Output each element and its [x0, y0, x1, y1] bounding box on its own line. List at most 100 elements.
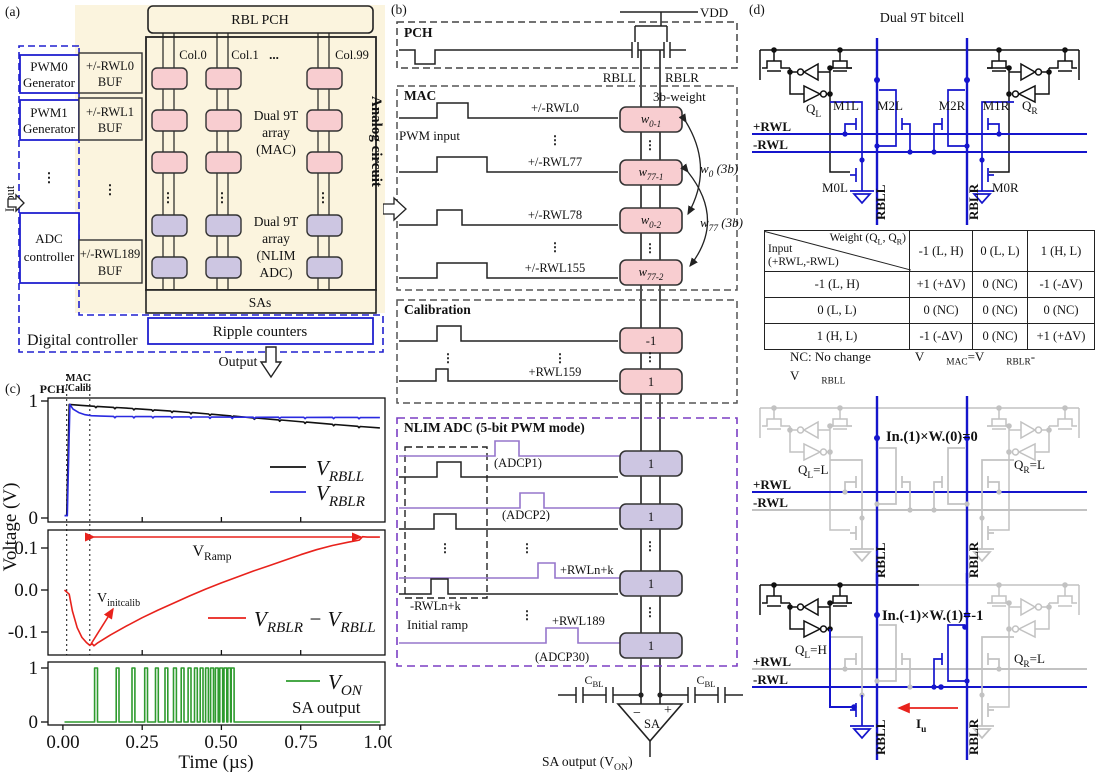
adcp1-label: (ADCP1)	[494, 456, 542, 470]
mac-phase-label: MAC	[66, 373, 90, 384]
buf1-box	[78, 97, 143, 141]
adcp2-label: (ADCP2)	[502, 508, 550, 522]
m0r-label: M0R	[992, 180, 1019, 195]
m1r-label: M1R	[983, 98, 1010, 113]
sense-amp-triangle	[616, 703, 684, 743]
svg-text:⋮: ⋮	[442, 351, 454, 365]
case2-title: In.(-1)×W.(1)=-1	[882, 608, 983, 624]
case1-qr-label: QR=L	[1014, 457, 1045, 476]
junction-dot	[938, 684, 944, 690]
svg-text:array: array	[262, 231, 290, 246]
plot3-series	[64, 667, 380, 723]
w0-1-label: w0-1	[641, 112, 661, 129]
table-row: 1 (H, L) -1 (-ΔV) 0 (NC) +1 (+ΔV)	[764, 323, 1095, 350]
ytick-label: -0.1	[8, 622, 38, 643]
svg-text:array: array	[262, 125, 290, 140]
svg-text:⋮: ⋮	[644, 241, 656, 255]
output-arrow-icon	[259, 346, 283, 379]
svg-text:⋮: ⋮	[521, 608, 533, 622]
col0-label: Col.0	[179, 48, 206, 62]
waveform-rwl155	[399, 262, 618, 279]
calibration-dashed-box	[396, 299, 738, 404]
pch-dashed-box	[396, 21, 738, 69]
panel-a-architecture: RBL PCH Col.0 Col.1 ... Col.99 ⋮ ⋮ ⋮ Dua…	[3, 4, 385, 379]
cbl-left-label: CBL	[584, 673, 603, 689]
svg-text:ADC): ADC)	[260, 265, 293, 280]
legend-vrbll: VRBLL	[316, 456, 364, 485]
adcp-waveforms	[399, 440, 620, 644]
x-axis-label: Time (µs)	[178, 752, 253, 773]
svg-text:(NLIM: (NLIM	[257, 248, 296, 263]
weight-boxes	[619, 106, 683, 286]
waveform-rwl78	[399, 209, 618, 226]
rwl189-waveform	[399, 627, 620, 644]
mac-dashed-box	[396, 85, 738, 291]
analog-circuit-label: Analog circuit	[368, 96, 384, 187]
pwm0-line2: Generator	[23, 75, 76, 90]
ytick-label: 0.1	[14, 538, 38, 559]
legend-vrblr: VRBLR	[316, 481, 365, 510]
col-ellipsis: ...	[269, 47, 279, 62]
case2-qr-label: QR=L	[1014, 651, 1045, 670]
corner-input2-label: (+RWL,-RWL)	[768, 256, 839, 269]
calib-waveform-1	[399, 325, 618, 342]
w0-pairing-arrow	[678, 113, 702, 216]
svg-text:⋮: ⋮	[644, 138, 656, 152]
calib-waveform-2	[399, 368, 618, 382]
mac-label: MAC	[404, 88, 436, 103]
col99-label: Col.99	[335, 48, 369, 62]
dots-icon: ⋮	[162, 190, 175, 205]
buf0-line1: +/-RWL0	[86, 59, 134, 73]
panel-c-waveform-chart: (c) PCH MAC /Calib 1 0 0.1 0.0 -0.1 1 0 …	[0, 373, 392, 773]
calibration-label: Calibration	[404, 302, 471, 317]
case1-ql-label: QL=L	[798, 462, 828, 481]
digital-controller-label: Digital controller	[27, 332, 138, 349]
col1-label: Col.1	[231, 48, 258, 62]
cell: 0 (NC)	[972, 323, 1028, 350]
svg-text:0.00: 0.00	[46, 732, 79, 753]
weight-input-truth-table: Weight (QL, QR) Input (+RWL,-RWL) -1 (L,…	[764, 230, 1095, 350]
weight-box-labels: w0-1 w77-1 w0-2 w77-2	[639, 112, 664, 282]
pwm-input-label: PWM input	[399, 128, 460, 143]
adcp1-waveform	[399, 440, 620, 457]
series-vdiff	[63, 535, 380, 647]
adc-controller-box	[19, 212, 80, 284]
sa-plus: +	[664, 703, 672, 718]
adc-one-labels: 1 1 1 1	[648, 457, 654, 653]
waveform-rwl0	[399, 102, 618, 119]
corner-weight-label: Weight (QL, QR)	[829, 232, 906, 247]
xtick-labels: 0.00 0.25 0.50 0.75 1.00	[46, 732, 392, 753]
mac-waveforms	[399, 102, 618, 279]
bitcell-case1	[750, 394, 1089, 585]
precharge-circuit	[612, 11, 698, 58]
xticks	[62, 517, 381, 730]
ripple-counters-label: Ripple counters	[213, 324, 308, 340]
3b-weight-label: 3b-weight	[653, 89, 706, 104]
case2-ql-label: QL=H	[795, 642, 827, 661]
svg-text:⋮: ⋮	[644, 539, 656, 553]
svg-text:⋮: ⋮	[549, 133, 561, 147]
pwm0-generator-box	[19, 54, 80, 94]
calib-phase-label: /Calib	[64, 383, 92, 394]
ytick-label: 1	[29, 391, 39, 412]
digital-controller-dashed-box	[18, 45, 384, 353]
vramp-label: VRamp	[192, 543, 231, 563]
case2-active-path	[829, 629, 854, 708]
m1l-label: M1L	[833, 98, 859, 113]
mac-waveform-labels: +/-RWL0 +/-RWL77 +/-RWL78 +/-RWL155	[525, 101, 586, 275]
svg-text:⋮: ⋮	[644, 350, 656, 364]
plot1-frame	[47, 397, 386, 523]
rblr-label: RBLR	[665, 70, 699, 85]
svg-text:⋮: ⋮	[439, 541, 451, 555]
mac-array-label: Dual 9T array (MAC)	[254, 108, 299, 157]
plot1-series	[64, 403, 380, 517]
rwl77-label: +/-RWL77	[528, 155, 582, 169]
rwlnk-label: +RWLn+k	[560, 563, 614, 577]
m2r-label: M2R	[939, 98, 966, 113]
svg-text:0.50: 0.50	[204, 732, 237, 753]
table-row: 0 (L, L) 0 (NC) 0 (NC) 0 (NC)	[764, 297, 1095, 324]
buf189-line1: +/-RWL189	[80, 247, 141, 261]
dots-icon: ⋮	[317, 190, 330, 205]
ramp-waveform-3	[399, 578, 618, 595]
